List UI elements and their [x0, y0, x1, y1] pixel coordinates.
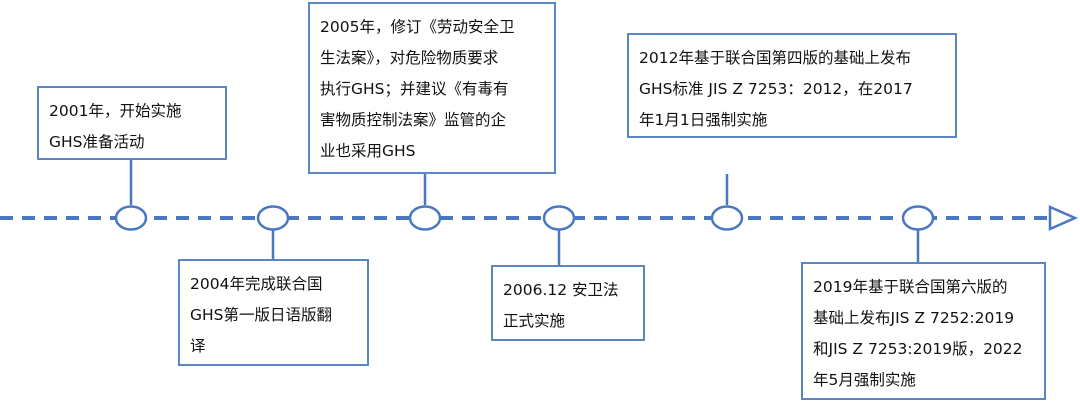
event-text-2005: 2005年，修订《劳动安全卫 生法案》，对危险物质要求 执行GHS；并建议《有毒… — [320, 18, 515, 160]
event-box-2005: 2005年，修订《劳动安全卫 生法案》，对危险物质要求 执行GHS；并建议《有毒… — [308, 2, 556, 174]
timeline-arrowhead — [1048, 205, 1079, 231]
timeline-node-2004 — [256, 205, 290, 231]
timeline-node-2005 — [408, 205, 442, 231]
event-text-2012: 2012年基于联合国第四版的基础上发布 GHS标准 JIS Z 7253：201… — [639, 49, 913, 129]
timeline-node-2019 — [901, 205, 935, 231]
event-text-2004: 2004年完成联合国 GHS第一版日语版翻 译 — [190, 275, 333, 355]
event-box-2001: 2001年，开始实施 GHS准备活动 — [37, 86, 227, 160]
event-box-2004: 2004年完成联合国 GHS第一版日语版翻 译 — [178, 259, 369, 366]
event-text-2019: 2019年基于联合国第六版的 基础上发布JIS Z 7252:2019 和JIS… — [813, 278, 1023, 389]
event-box-2006: 2006.12 安卫法 正式实施 — [491, 265, 645, 341]
timeline-node-2006 — [542, 205, 576, 231]
timeline-node-2012 — [710, 205, 744, 231]
timeline-node-2001 — [114, 205, 148, 231]
event-text-2006: 2006.12 安卫法 正式实施 — [503, 281, 619, 330]
event-box-2012: 2012年基于联合国第四版的基础上发布 GHS标准 JIS Z 7253：201… — [627, 33, 957, 138]
event-text-2001: 2001年，开始实施 GHS准备活动 — [49, 102, 182, 151]
event-box-2019: 2019年基于联合国第六版的 基础上发布JIS Z 7252:2019 和JIS… — [801, 262, 1046, 400]
